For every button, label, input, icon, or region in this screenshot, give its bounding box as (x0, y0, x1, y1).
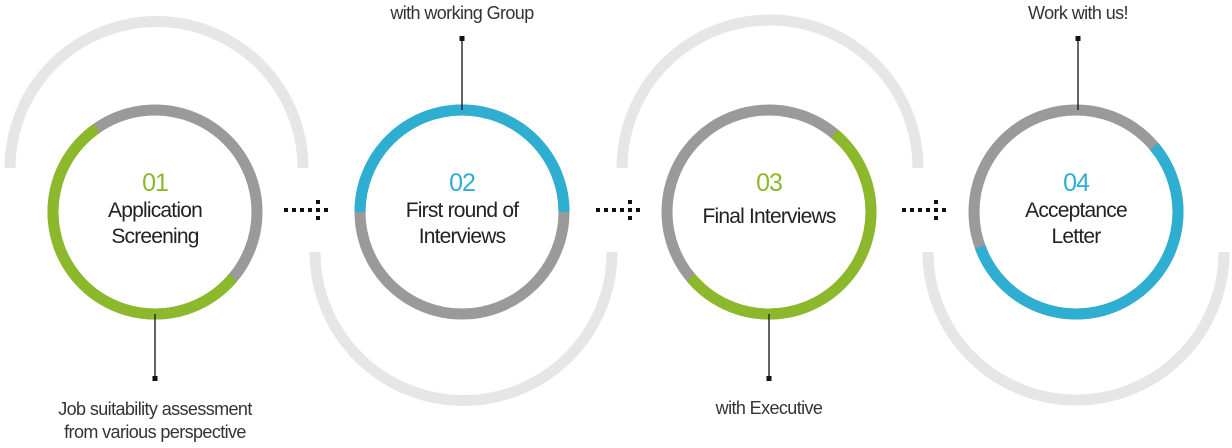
outer-arc-1 (4, 16, 309, 169)
note-step-3: with Executive (715, 398, 823, 418)
arrow-connector-3 (902, 200, 946, 220)
outer-arcs (4, 14, 1230, 406)
connectors (284, 200, 946, 220)
leader-lines (152, 36, 1081, 381)
step-title: Acceptance Letter (1025, 199, 1128, 248)
step-number: 03 (756, 169, 783, 197)
ring-accent-1 (47, 123, 238, 320)
note-step-2: with working Group (390, 3, 534, 23)
leader-line-2 (459, 36, 465, 110)
step-ring-4 (968, 104, 1184, 320)
step-number: 01 (142, 169, 169, 197)
ring-accent-2 (354, 104, 570, 213)
note-step-4: Work with us! (1028, 3, 1129, 23)
step-3: 03 Final Interviews (664, 168, 874, 230)
step-4: 04 Acceptance Letter (971, 168, 1181, 250)
outer-arc-4 (922, 251, 1230, 406)
leader-line-1 (152, 314, 158, 381)
ring-accent-3 (686, 129, 877, 320)
leader-line-3 (766, 314, 772, 381)
ring-accent-4 (974, 142, 1184, 320)
step-number: 02 (449, 169, 476, 197)
step-1: 01 Application Screening (50, 168, 260, 250)
outer-arc-2 (309, 251, 618, 406)
step-title: Final Interviews (702, 205, 836, 228)
leader-line-4 (1075, 36, 1081, 110)
step-title: First round of Interviews (405, 199, 519, 248)
arrow-connector-1 (284, 200, 328, 220)
outer-arc-3 (616, 14, 924, 169)
step-title: Application Screening (108, 199, 203, 248)
arrow-connector-2 (596, 200, 640, 220)
step-number: 04 (1063, 169, 1090, 197)
step-2: 02 First round of Interviews (357, 168, 567, 250)
note-step-1: Job suitability assessment from various … (58, 399, 252, 442)
